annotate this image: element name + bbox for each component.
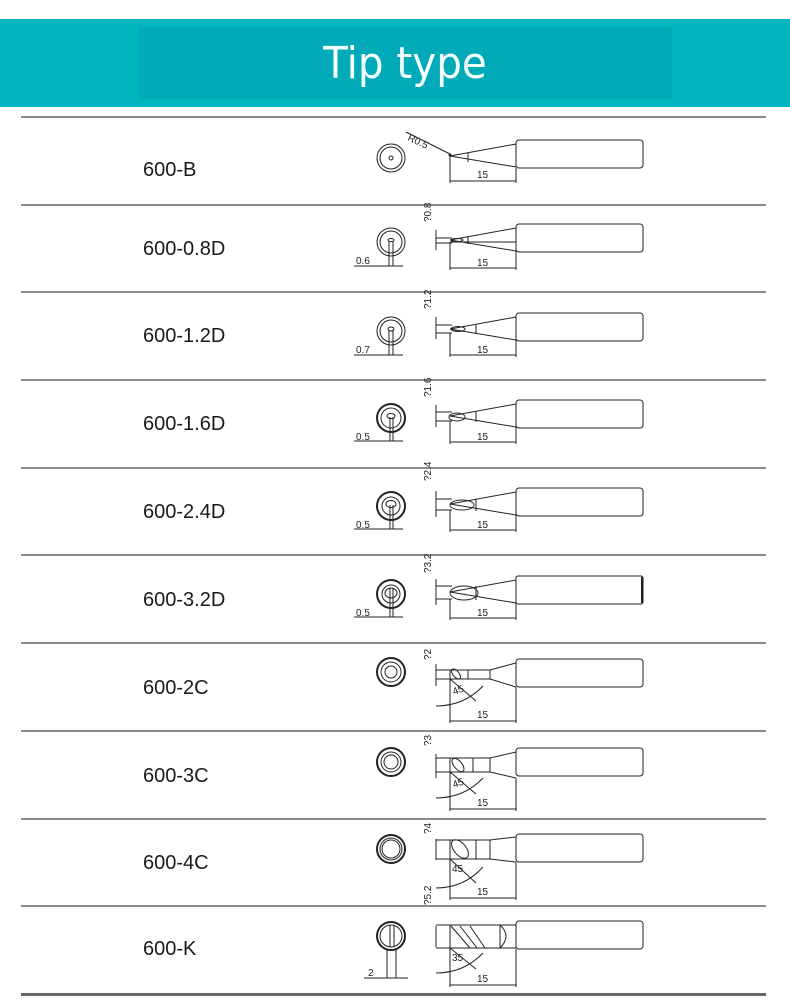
divider <box>21 204 766 206</box>
svg-text:15: 15 <box>477 170 489 181</box>
tip-model-label: 600-K <box>143 938 197 960</box>
svg-text:0.6: 0.6 <box>356 256 370 267</box>
svg-text:?3.2: ?3.2 <box>423 553 434 573</box>
tip-model-label: 600-2C <box>143 677 209 699</box>
svg-text:15: 15 <box>477 258 489 269</box>
svg-text:15: 15 <box>477 520 489 531</box>
tip-model-label: 600-B <box>143 159 197 181</box>
page-title: Tip type <box>323 37 487 89</box>
tip-drawing-bevel: ?4 45 15 <box>376 822 644 900</box>
tip-drawing-knife: 2 ?5.2 35 15 <box>364 885 644 987</box>
svg-text:R0.5: R0.5 <box>406 133 430 152</box>
svg-text:15: 15 <box>477 608 489 619</box>
svg-text:?0.8: ?0.8 <box>423 202 434 222</box>
svg-text:0.5: 0.5 <box>356 432 370 443</box>
tip-drawing-chisel: 0.7 ?1.2 15 <box>354 289 644 357</box>
svg-text:?4: ?4 <box>423 822 434 834</box>
svg-text:15: 15 <box>477 345 489 356</box>
svg-text:0.7: 0.7 <box>356 345 370 356</box>
tip-drawing-chisel: 0.6 ?0.8 15 <box>354 202 644 270</box>
svg-text:45: 45 <box>451 684 466 698</box>
tip-drawing-chisel: 0.5 ?2.4 15 <box>354 461 644 532</box>
svg-text:15: 15 <box>477 887 489 898</box>
tip-drawing-chisel: 0.5 ?3.2 15 <box>354 553 644 620</box>
divider <box>21 554 766 556</box>
svg-text:?1.6: ?1.6 <box>423 377 434 397</box>
svg-text:15: 15 <box>477 432 489 443</box>
svg-text:?3: ?3 <box>423 734 434 746</box>
svg-text:?2: ?2 <box>423 648 434 660</box>
tip-model-label: 600-2.4D <box>143 501 226 523</box>
tip-model-label: 600-1.6D <box>143 413 226 435</box>
divider <box>21 730 766 732</box>
divider <box>21 379 766 381</box>
tip-model-label: 600-1.2D <box>143 325 226 347</box>
tip-drawing-bevel: ?3 45 15 <box>376 734 644 811</box>
divider <box>21 993 766 996</box>
tip-model-label: 600-0.8D <box>143 238 226 260</box>
divider <box>21 905 766 907</box>
svg-text:?2.4: ?2.4 <box>423 461 434 481</box>
header-banner: Tip type <box>0 19 790 107</box>
tip-drawing-bevel: ?2 45 15 <box>376 648 644 723</box>
tip-model-label: 600-3C <box>143 765 209 787</box>
tip-model-label: 600-4C <box>143 852 209 874</box>
svg-text:0.5: 0.5 <box>356 520 370 531</box>
tip-model-label: 600-3.2D <box>143 589 226 611</box>
svg-text:45: 45 <box>451 777 466 791</box>
svg-text:35: 35 <box>452 953 464 964</box>
divider <box>21 291 766 293</box>
svg-text:15: 15 <box>477 710 489 721</box>
divider <box>21 818 766 820</box>
divider <box>21 116 766 118</box>
divider <box>21 642 766 644</box>
tip-drawing-conical: R0.5 15 <box>376 131 644 183</box>
svg-text:15: 15 <box>477 974 489 985</box>
svg-text:45: 45 <box>452 864 464 875</box>
tip-drawing-chisel: 0.5 ?1.6 15 <box>354 377 644 444</box>
svg-text:?1.2: ?1.2 <box>423 289 434 309</box>
svg-text:15: 15 <box>477 798 489 809</box>
divider <box>21 467 766 469</box>
svg-text:0.5: 0.5 <box>356 608 370 619</box>
header-title-box: Tip type <box>138 27 672 99</box>
svg-text:?5.2: ?5.2 <box>423 885 434 905</box>
svg-text:2: 2 <box>368 968 374 979</box>
